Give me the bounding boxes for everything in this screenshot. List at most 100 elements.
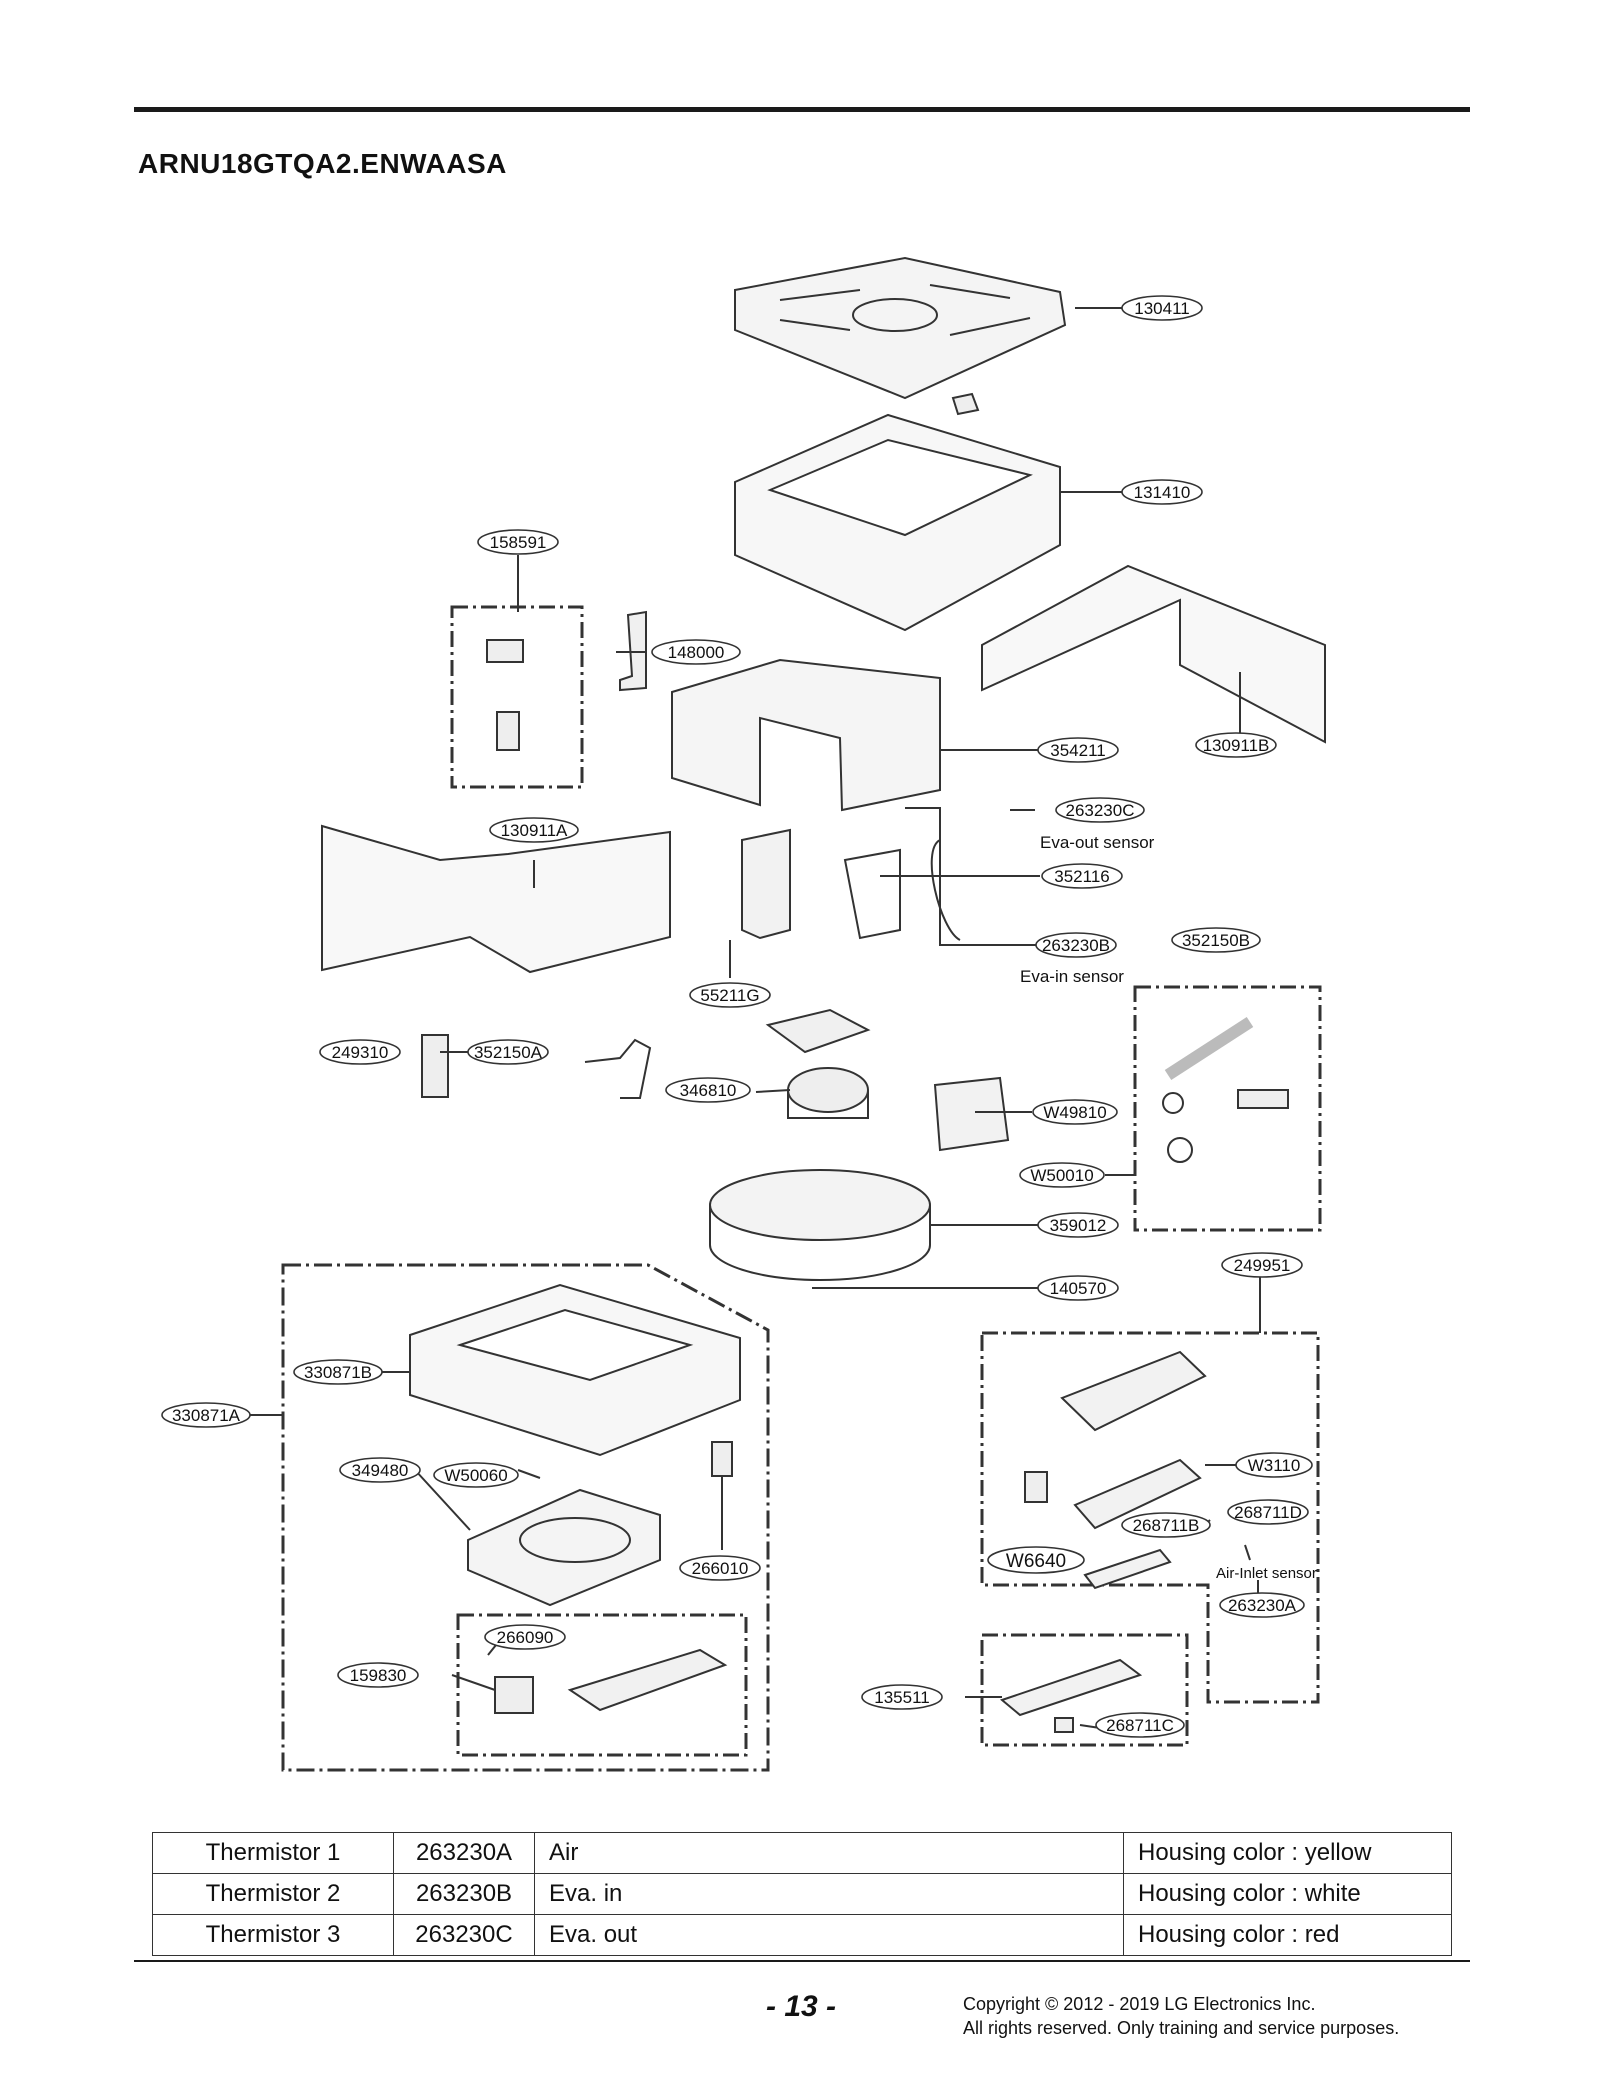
drain-kit-box <box>1133 985 1322 1232</box>
callout-352116: 352116 <box>1041 863 1123 889</box>
copyright-line-1: Copyright © 2012 - 2019 LG Electronics I… <box>963 1994 1316 2014</box>
callout-330871B: 330871B <box>293 1359 383 1385</box>
svg-text:268711D: 268711D <box>1234 1503 1302 1522</box>
exploded-parts-diagram: 130411 131410 158591 148000 354211 13091… <box>161 256 1326 1772</box>
orifice-349480 <box>467 1488 661 1607</box>
table-row: Thermistor 2 263230B Eva. in Housing col… <box>152 1873 1452 1915</box>
motor-base <box>765 1008 871 1054</box>
side-panel-130911A <box>321 824 671 974</box>
callout-349480: 349480 <box>339 1457 421 1483</box>
callout-W3110: W3110 <box>1235 1452 1313 1478</box>
control-box-W49810 <box>933 1076 1010 1152</box>
callout-263230C: 263230C <box>1055 797 1145 823</box>
svg-text:W49810: W49810 <box>1043 1103 1106 1122</box>
svg-text:130411: 130411 <box>1134 299 1189 318</box>
svg-text:W50060: W50060 <box>444 1466 507 1485</box>
fan-motor <box>787 1067 869 1113</box>
table-row: Thermistor 1 263230A Air Housing color :… <box>152 1832 1452 1874</box>
thermistor-part: 263230C <box>393 1914 535 1956</box>
bottom-rule <box>134 1960 1470 1962</box>
thermistor-name: Thermistor 3 <box>152 1914 394 1956</box>
svg-text:148000: 148000 <box>668 643 725 662</box>
callout-346810: 346810 <box>665 1077 751 1103</box>
copyright: Copyright © 2012 - 2019 LG Electronics I… <box>963 1992 1399 2040</box>
grille-panel <box>734 256 1067 400</box>
callout-140570: 140570 <box>1037 1275 1119 1301</box>
svg-text:131410: 131410 <box>1134 483 1191 502</box>
pcb-board <box>1073 1458 1202 1530</box>
svg-text:346810: 346810 <box>680 1081 737 1100</box>
display-box-135511 <box>980 1633 1189 1747</box>
page-title: ARNU18GTQA2.ENWAASA <box>138 148 507 179</box>
drain-hose-352150A <box>584 1038 652 1099</box>
thermistor-part: 263230B <box>393 1873 535 1915</box>
callout-135511: 135511 <box>861 1684 943 1710</box>
inner-box-266090 <box>456 1613 748 1757</box>
panel-assembly-box <box>281 1263 770 1772</box>
callout-158591: 158591 <box>477 529 559 555</box>
callout-263230A: 263230A <box>1219 1592 1305 1618</box>
thermistor-location: Eva. in <box>534 1873 1124 1915</box>
thermistor-name: Thermistor 1 <box>152 1832 394 1874</box>
callout-268711C: 268711C <box>1095 1712 1185 1738</box>
top-rule <box>134 107 1470 112</box>
callout-268711D: 268711D <box>1227 1499 1309 1525</box>
svg-text:352150B: 352150B <box>1182 931 1250 950</box>
svg-text:158591: 158591 <box>490 533 547 552</box>
refrigerant-piping <box>741 828 791 940</box>
callout-148000: 148000 <box>651 639 741 665</box>
table-row: Thermistor 3 263230C Eva. out Housing co… <box>152 1914 1452 1956</box>
svg-text:W50010: W50010 <box>1030 1166 1093 1185</box>
pcb-cover <box>1060 1350 1207 1432</box>
callout-W50060: W50060 <box>433 1462 519 1488</box>
small-bracket <box>951 392 980 416</box>
thermistor-housing: Housing color : yellow <box>1123 1832 1452 1874</box>
svg-text:330871A: 330871A <box>172 1406 241 1425</box>
callout-352150A: 352150A <box>467 1039 549 1065</box>
svg-text:263230C: 263230C <box>1065 801 1134 820</box>
callout-263230B: 263230B <box>1035 932 1117 958</box>
copyright-line-2: All rights reserved. Only training and s… <box>963 2018 1400 2038</box>
callout-354211: 354211 <box>1037 737 1119 763</box>
svg-text:266090: 266090 <box>497 1628 554 1647</box>
callout-W6640: W6640 <box>987 1546 1085 1574</box>
svg-text:349480: 349480 <box>352 1461 409 1480</box>
svg-text:268711B: 268711B <box>1133 1516 1200 1535</box>
svg-text:249951: 249951 <box>1234 1256 1291 1275</box>
svg-text:159830: 159830 <box>350 1666 407 1685</box>
drain-parts-box <box>450 605 584 789</box>
thermistor-name: Thermistor 2 <box>152 1873 394 1915</box>
thermistor-location: Eva. out <box>534 1914 1124 1956</box>
svg-text:130911B: 130911B <box>1203 736 1270 755</box>
svg-text:266010: 266010 <box>692 1559 749 1578</box>
heat-exchanger <box>671 658 941 812</box>
svg-text:330871B: 330871B <box>304 1363 372 1382</box>
svg-text:140570: 140570 <box>1050 1279 1107 1298</box>
side-panel-130911B <box>981 564 1326 744</box>
svg-text:352116: 352116 <box>1054 867 1109 886</box>
air-inlet-sensor-label: Air-Inlet sensor <box>1216 1565 1317 1582</box>
svg-text:W3110: W3110 <box>1248 1456 1301 1475</box>
svg-text:268711C: 268711C <box>1106 1716 1174 1735</box>
svg-text:263230A: 263230A <box>1228 1596 1297 1615</box>
svg-text:263230B: 263230B <box>1042 936 1110 955</box>
callout-330871A: 330871A <box>161 1402 251 1428</box>
grille-center <box>852 298 938 332</box>
callout-266090: 266090 <box>484 1624 566 1650</box>
callout-249310: 249310 <box>319 1039 401 1065</box>
svg-text:359012: 359012 <box>1050 1216 1107 1235</box>
svg-text:352150A: 352150A <box>474 1043 543 1062</box>
svg-text:130911A: 130911A <box>501 821 568 840</box>
eva-in-sensor-label: Eva-in sensor <box>1020 967 1124 986</box>
callout-159830: 159830 <box>337 1662 419 1688</box>
pcb-assembly-box <box>980 1331 1320 1704</box>
svg-text:249310: 249310 <box>332 1043 389 1062</box>
thermistor-housing: Housing color : white <box>1123 1873 1452 1915</box>
page-number: - 13 - <box>766 1990 837 2023</box>
part-249310 <box>421 1034 449 1098</box>
callout-130411: 130411 <box>1121 295 1203 321</box>
callout-131410: 131410 <box>1121 479 1203 505</box>
svg-text:55211G: 55211G <box>700 986 759 1005</box>
callout-55211G: 55211G <box>689 982 771 1008</box>
callout-352150B: 352150B <box>1171 927 1261 953</box>
